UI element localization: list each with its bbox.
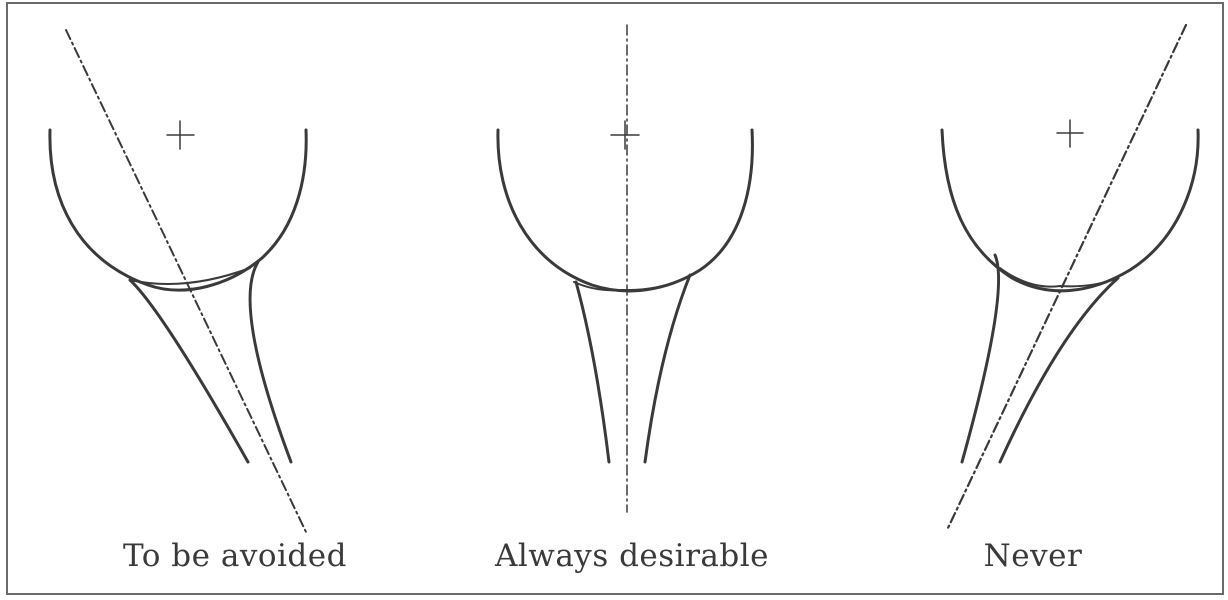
diagram-frame — [6, 2, 1224, 595]
axis-line — [65, 29, 307, 533]
stem-right-edge — [248, 260, 293, 464]
caption-never: Never — [983, 538, 1083, 574]
arc-outline — [48, 128, 308, 292]
caption-to-be-avoided: To be avoided — [123, 538, 347, 574]
arc-outline — [940, 128, 1200, 293]
stem-right-edge — [998, 276, 1120, 464]
panel-to-be-avoided — [48, 29, 308, 533]
stem-right-edge — [643, 273, 692, 464]
caption-always-desirable: Always desirable — [494, 538, 770, 574]
panel-always-desirable — [496, 24, 754, 513]
panel-never — [940, 23, 1200, 530]
arc-base-chord — [999, 267, 1119, 288]
stem-left-edge — [574, 280, 611, 464]
arc-base-chord — [573, 275, 691, 292]
stem-left-edge — [128, 278, 250, 464]
stem-left-edge — [960, 253, 1001, 464]
axis-line — [946, 23, 1188, 530]
arc-outline — [496, 128, 754, 293]
